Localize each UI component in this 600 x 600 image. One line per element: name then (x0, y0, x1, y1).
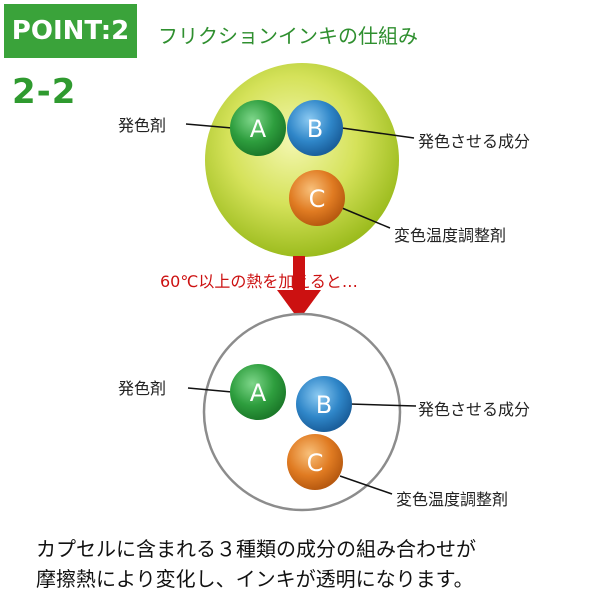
top-ball-a (230, 100, 286, 156)
point-label: POINT:2 (11, 16, 130, 46)
bottom-ball-a-label: A (250, 379, 267, 407)
point-badge: POINT:2 (4, 4, 137, 58)
down-arrow-icon (277, 290, 321, 320)
bottom-label-coloring-component: 発色させる成分 (418, 400, 531, 419)
top-leader-temperature (341, 207, 391, 229)
heat-condition-text: 60℃以上の熱を加えると… (160, 272, 358, 291)
bottom-ball-b (296, 376, 352, 432)
bottom-label-color-developer: 発色剤 (118, 379, 167, 398)
top-ball-b-label: B (307, 115, 323, 143)
caption-line-2: 摩擦熱により変化し、インキが透明になります。 (36, 567, 474, 591)
explanation-caption: カプセルに含まれる３種類の成分の組み合わせが 摩擦熱により変化し、インキが透明に… (36, 534, 576, 594)
top-ball-c-label: C (309, 185, 326, 213)
bottom-ball-c (287, 434, 343, 490)
bottom-ball-c-label: C (307, 449, 324, 477)
top-leader-coloring (341, 127, 415, 139)
top-label-color-developer: 発色剤 (118, 116, 167, 135)
bottom-ball-a (230, 364, 286, 420)
bottom-leader-developer (187, 387, 233, 393)
top-label-coloring-component: 発色させる成分 (418, 132, 531, 151)
bottom-leader-coloring (349, 403, 417, 407)
section-number: 2-2 (12, 72, 77, 112)
top-ball-a-label: A (250, 115, 267, 143)
arrow-shaft (293, 256, 305, 290)
top-ball-c (289, 170, 345, 226)
top-ball-b (287, 100, 343, 156)
page-title: フリクションインキの仕組み (158, 24, 418, 48)
top-label-temperature-agent: 変色温度調整剤 (394, 226, 507, 245)
caption-line-1: カプセルに含まれる３種類の成分の組み合わせが (36, 537, 476, 561)
top-capsule (205, 63, 399, 257)
bottom-label-temperature-agent: 変色温度調整剤 (396, 490, 509, 509)
top-leader-developer (185, 123, 233, 129)
bottom-leader-temperature (339, 475, 393, 495)
bottom-ball-b-label: B (316, 391, 332, 419)
